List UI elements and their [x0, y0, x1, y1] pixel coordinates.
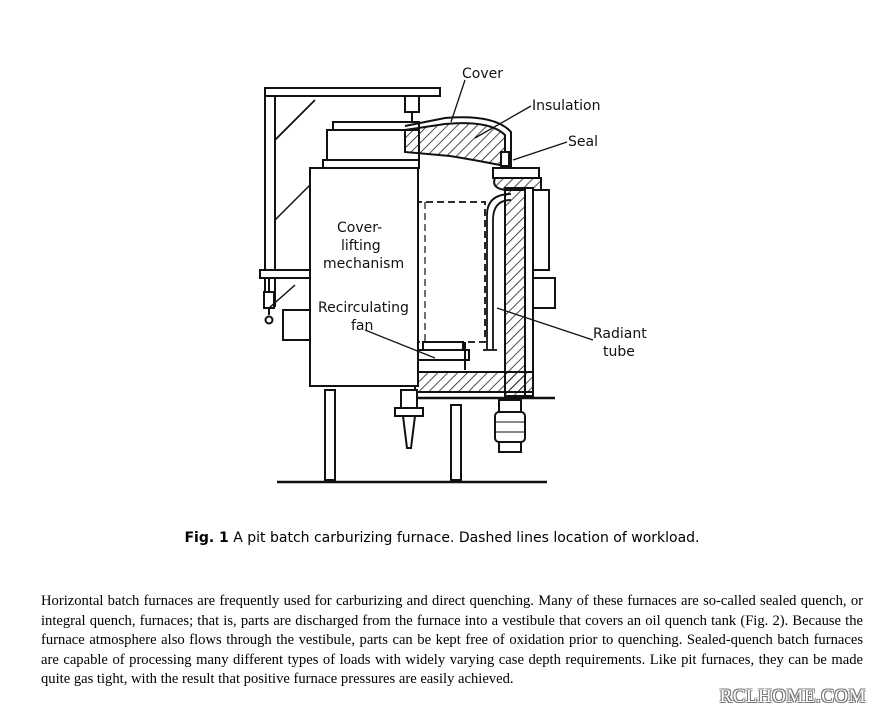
furnace-shell	[414, 187, 556, 400]
support-legs	[277, 389, 547, 484]
label-fan-2: fan	[351, 318, 373, 334]
recirculating-fan	[394, 341, 470, 449]
figure-caption: Fig. 1 A pit batch carburizing furnace. …	[0, 530, 884, 546]
label-cover: Cover	[462, 66, 503, 82]
body-paragraph: Horizontal batch furnaces are frequently…	[41, 593, 863, 687]
figure-number: Fig. 1	[184, 530, 229, 546]
label-radiant-1: Radiant	[593, 326, 647, 342]
label-radiant-2: tube	[603, 344, 635, 360]
seal	[492, 151, 542, 191]
furnace-figure: Cover Insulation Seal Cover- lifting mec…	[255, 60, 675, 490]
label-seal: Seal	[568, 134, 598, 150]
cover-lifting-housing	[282, 167, 419, 387]
quench-motor	[494, 399, 526, 453]
label-cover-lifting-2: lifting	[341, 238, 381, 254]
label-cover-lifting-1: Cover-	[337, 220, 382, 236]
radiant-tube	[483, 193, 512, 351]
cover	[322, 116, 512, 170]
watermark: RCLHOME.COM	[719, 686, 866, 707]
figure-caption-text: A pit batch carburizing furnace. Dashed …	[228, 530, 700, 546]
label-cover-lifting-3: mechanism	[323, 256, 404, 272]
leader-lines	[364, 79, 594, 359]
furnace-diagram: Cover Insulation Seal Cover- lifting mec…	[259, 66, 647, 484]
workload-outline	[414, 201, 486, 343]
label-fan-1: Recirculating	[318, 300, 409, 316]
label-insulation: Insulation	[532, 98, 600, 114]
